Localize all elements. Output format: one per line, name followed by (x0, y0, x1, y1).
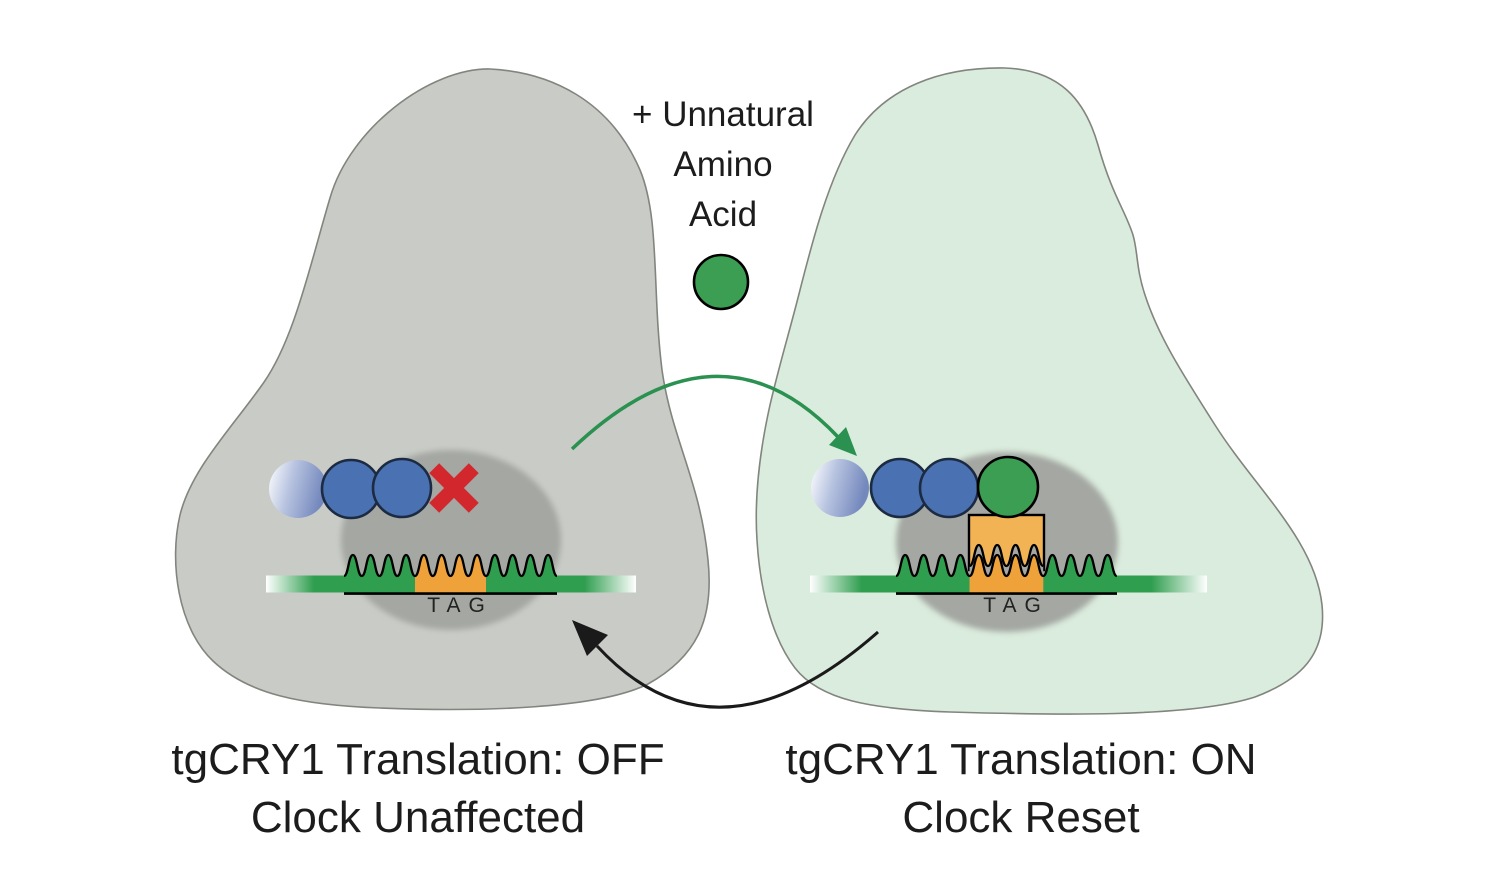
center-label-line2: Amino (673, 145, 773, 184)
fading-amino-acid-circle (269, 460, 327, 518)
trna-anticodon-wave (969, 543, 1044, 568)
right-cell-caption: tgCRY1 Translation: ON Clock Reset (743, 731, 1299, 847)
unnatural-amino-acid-label: + Unnatural Amino Acid (583, 90, 863, 240)
left-caption-line2: Clock Unaffected (250, 793, 586, 842)
right-translation-machinery (810, 452, 1207, 632)
right-tag-codon-label: TAG (983, 594, 1049, 617)
center-label-line3: Acid (688, 195, 758, 234)
blue-amino-acid-circle (320, 458, 382, 520)
right-nascent-peptide-chain (811, 455, 1040, 519)
right-tag-codon-region (969, 555, 1044, 594)
left-nascent-peptide-chain (269, 457, 433, 520)
incorporated-uaa-circle (976, 455, 1040, 519)
left-caption-line1: tgCRY1 Translation: OFF (171, 735, 665, 784)
left-tag-codon-label: TAG (427, 594, 493, 617)
left-translation-machinery (266, 450, 636, 630)
left-mrna-outline (343, 553, 558, 578)
right-mrna-coding-region (896, 555, 1117, 594)
black-curved-arrow (572, 620, 879, 709)
blue-amino-acid-circle (371, 457, 433, 519)
left-mrna-coding-region (344, 555, 557, 594)
left-cell-caption: tgCRY1 Translation: OFF Clock Unaffected (140, 731, 696, 847)
right-caption-line2: Clock Reset (902, 793, 1140, 842)
red-x-icon (429, 463, 479, 513)
fading-amino-acid-circle (811, 459, 869, 517)
center-label-line1: + Unnatural (632, 95, 814, 134)
left-cell-membrane (174, 68, 710, 711)
left-tag-codon-region (415, 555, 486, 594)
blue-amino-acid-circle (918, 457, 980, 519)
green-curved-arrow (570, 374, 857, 456)
right-mrna-outline (895, 553, 1118, 578)
right-caption-line1: tgCRY1 Translation: ON (785, 735, 1257, 784)
unnatural-amino-acid-circle (692, 253, 750, 311)
